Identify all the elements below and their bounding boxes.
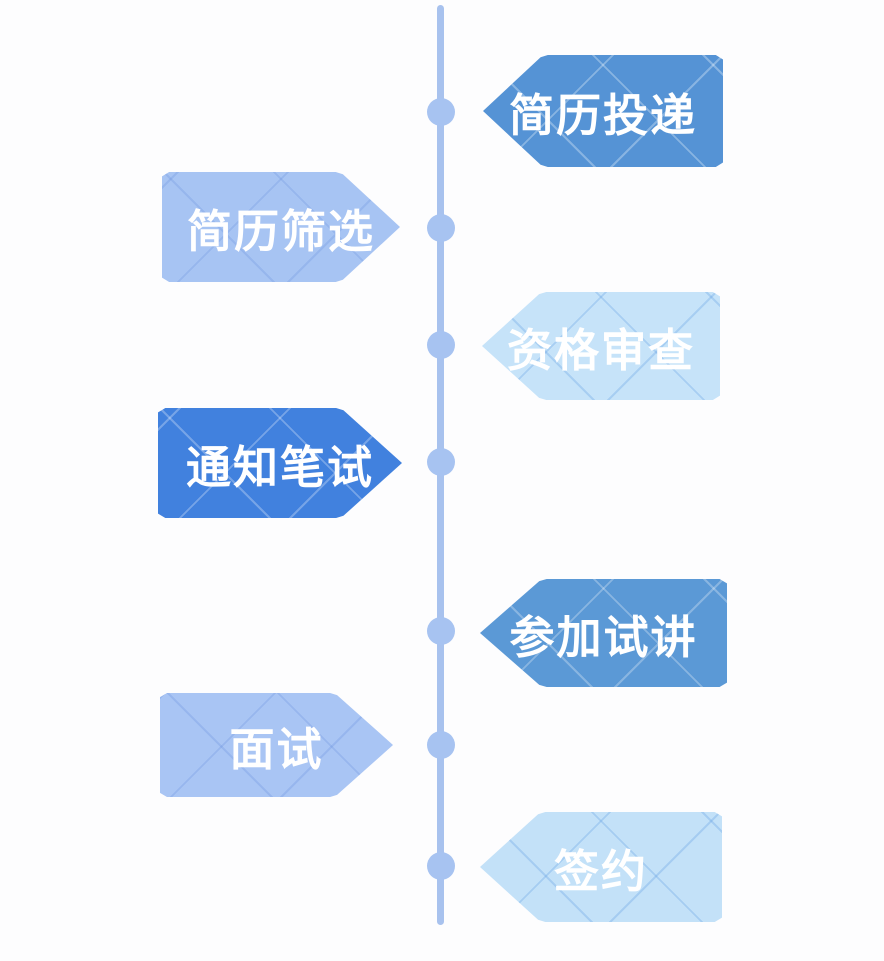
timeline-dot-4 <box>427 448 455 476</box>
step-label-sign-contract: 签约 <box>553 844 648 898</box>
timeline-dot-7 <box>427 852 455 880</box>
step-banner-trial-lecture: 参加试讲 <box>480 579 727 687</box>
step-label-written-test-notice: 通知笔试 <box>185 440 374 494</box>
step-label-resume-screening: 简历筛选 <box>186 204 375 258</box>
step-banner-interview: 面试 <box>160 693 393 797</box>
step-label-trial-lecture: 参加试讲 <box>509 610 698 664</box>
step-label-interview: 面试 <box>229 722 324 776</box>
step-banner-resume-submission: 简历投递 <box>483 55 723 167</box>
step-banner-resume-screening: 简历筛选 <box>162 172 400 282</box>
step-banner-qualification-review: 资格审查 <box>482 292 720 400</box>
timeline-dot-6 <box>427 731 455 759</box>
step-banner-written-test-notice: 通知笔试 <box>158 408 402 518</box>
step-label-qualification-review: 资格审查 <box>506 323 695 377</box>
timeline-dot-5 <box>427 617 455 645</box>
timeline-dot-3 <box>427 331 455 359</box>
step-banner-sign-contract: 签约 <box>480 812 722 922</box>
timeline-dot-2 <box>427 214 455 242</box>
step-label-resume-submission: 简历投递 <box>508 88 697 142</box>
timeline-dot-1 <box>427 98 455 126</box>
